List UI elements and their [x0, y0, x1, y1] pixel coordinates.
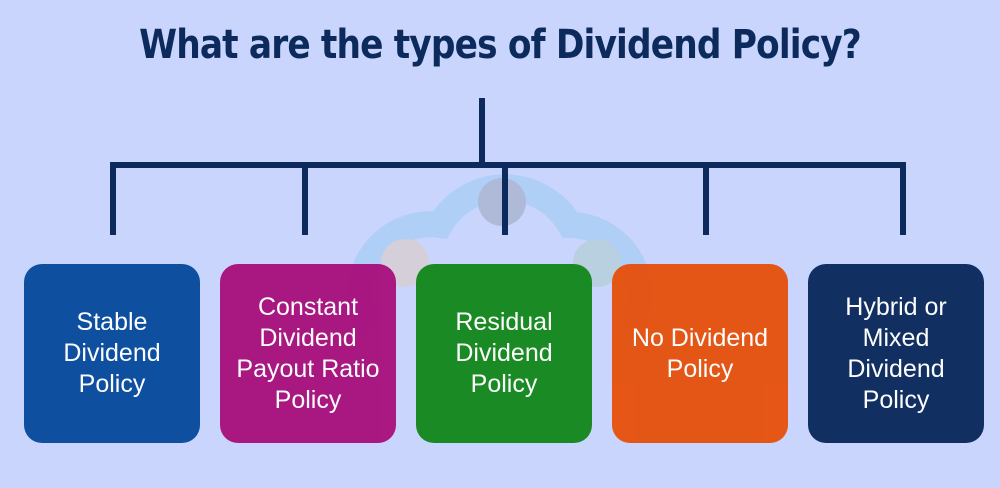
type-box-hybrid: Hybrid or Mixed Dividend Policy	[808, 264, 984, 443]
connector-drop	[110, 162, 116, 235]
type-label: Constant Dividend Payout Ratio Policy	[236, 292, 380, 414]
type-label: Residual Dividend Policy	[455, 308, 553, 398]
type-label: Stable Dividend Policy	[63, 308, 161, 398]
type-box-no-dividend: No Dividend Policy	[612, 264, 788, 443]
type-box-residual: Residual Dividend Policy	[416, 264, 592, 443]
connector-drop	[502, 162, 508, 235]
type-label: No Dividend Policy	[631, 323, 769, 383]
connector-horizontal	[110, 162, 906, 168]
connector-drop	[302, 162, 308, 235]
connector-drop	[703, 162, 709, 235]
connector-drop	[900, 162, 906, 235]
connector-trunk	[479, 98, 485, 166]
type-box-constant-payout: Constant Dividend Payout Ratio Policy	[220, 264, 396, 443]
page-title: What are the types of Dividend Policy?	[139, 22, 862, 68]
type-label: Hybrid or Mixed Dividend Policy	[845, 292, 947, 414]
type-box-stable: Stable Dividend Policy	[24, 264, 200, 443]
